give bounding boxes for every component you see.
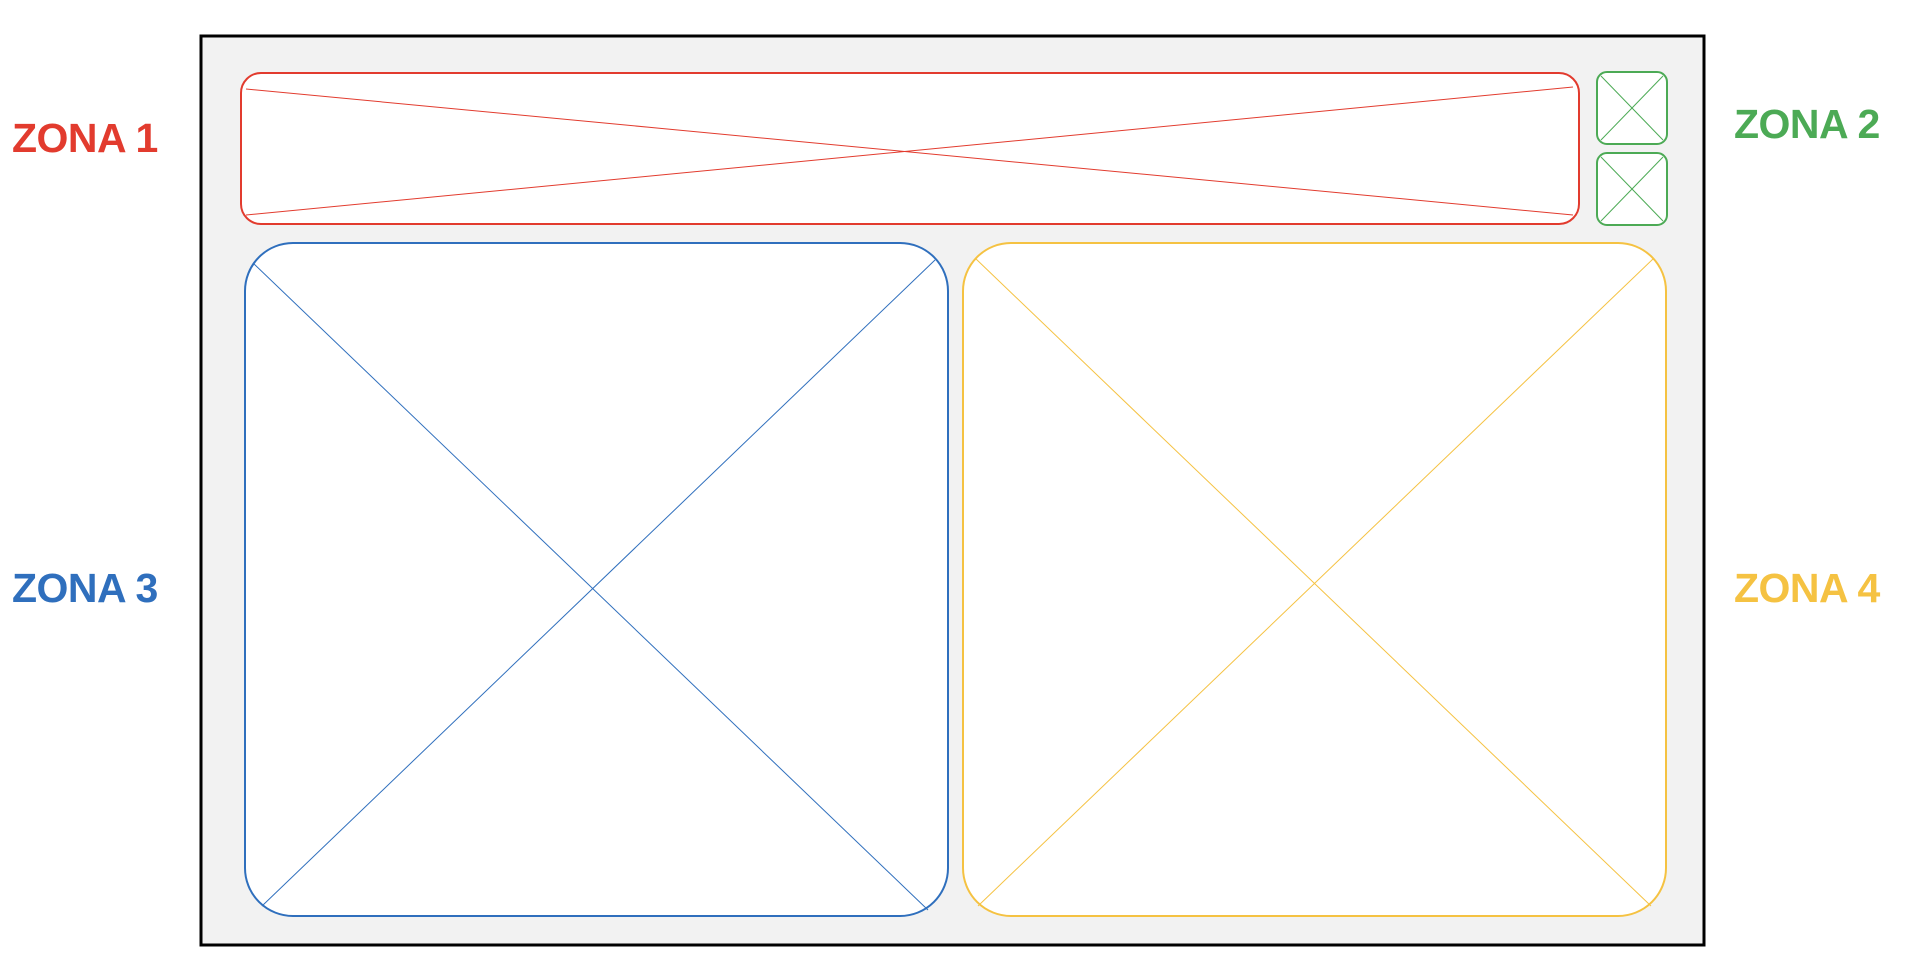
zone-4-box: [962, 242, 1667, 917]
zone-4-cross-line: [974, 257, 1652, 907]
zone-3-cross-line: [252, 262, 929, 911]
zone-3-placeholder: [244, 242, 949, 917]
zone-4-label: ZONA 4: [1734, 565, 1880, 611]
zone-2-cross-line: [1600, 156, 1664, 222]
zone-4-placeholder: [962, 242, 1667, 917]
zone-1-placeholder: [240, 72, 1580, 225]
zone-1-cross-line: [245, 86, 1574, 216]
zone-3-box: [244, 242, 949, 917]
zone-2-placeholder-top: [1596, 71, 1668, 145]
zone-3-label: ZONA 3: [12, 565, 158, 611]
zone-1-cross-line: [245, 88, 1574, 216]
zone-4-cross-line: [977, 257, 1655, 907]
zone-3-cross-line: [261, 259, 936, 907]
zone-1-box: [240, 72, 1580, 225]
zone-2-cross-line: [1600, 75, 1664, 141]
zone-2-label: ZONA 2: [1734, 101, 1880, 147]
zone-2-placeholder-bottom: [1596, 152, 1668, 226]
zone-1-label: ZONA 1: [12, 115, 158, 161]
